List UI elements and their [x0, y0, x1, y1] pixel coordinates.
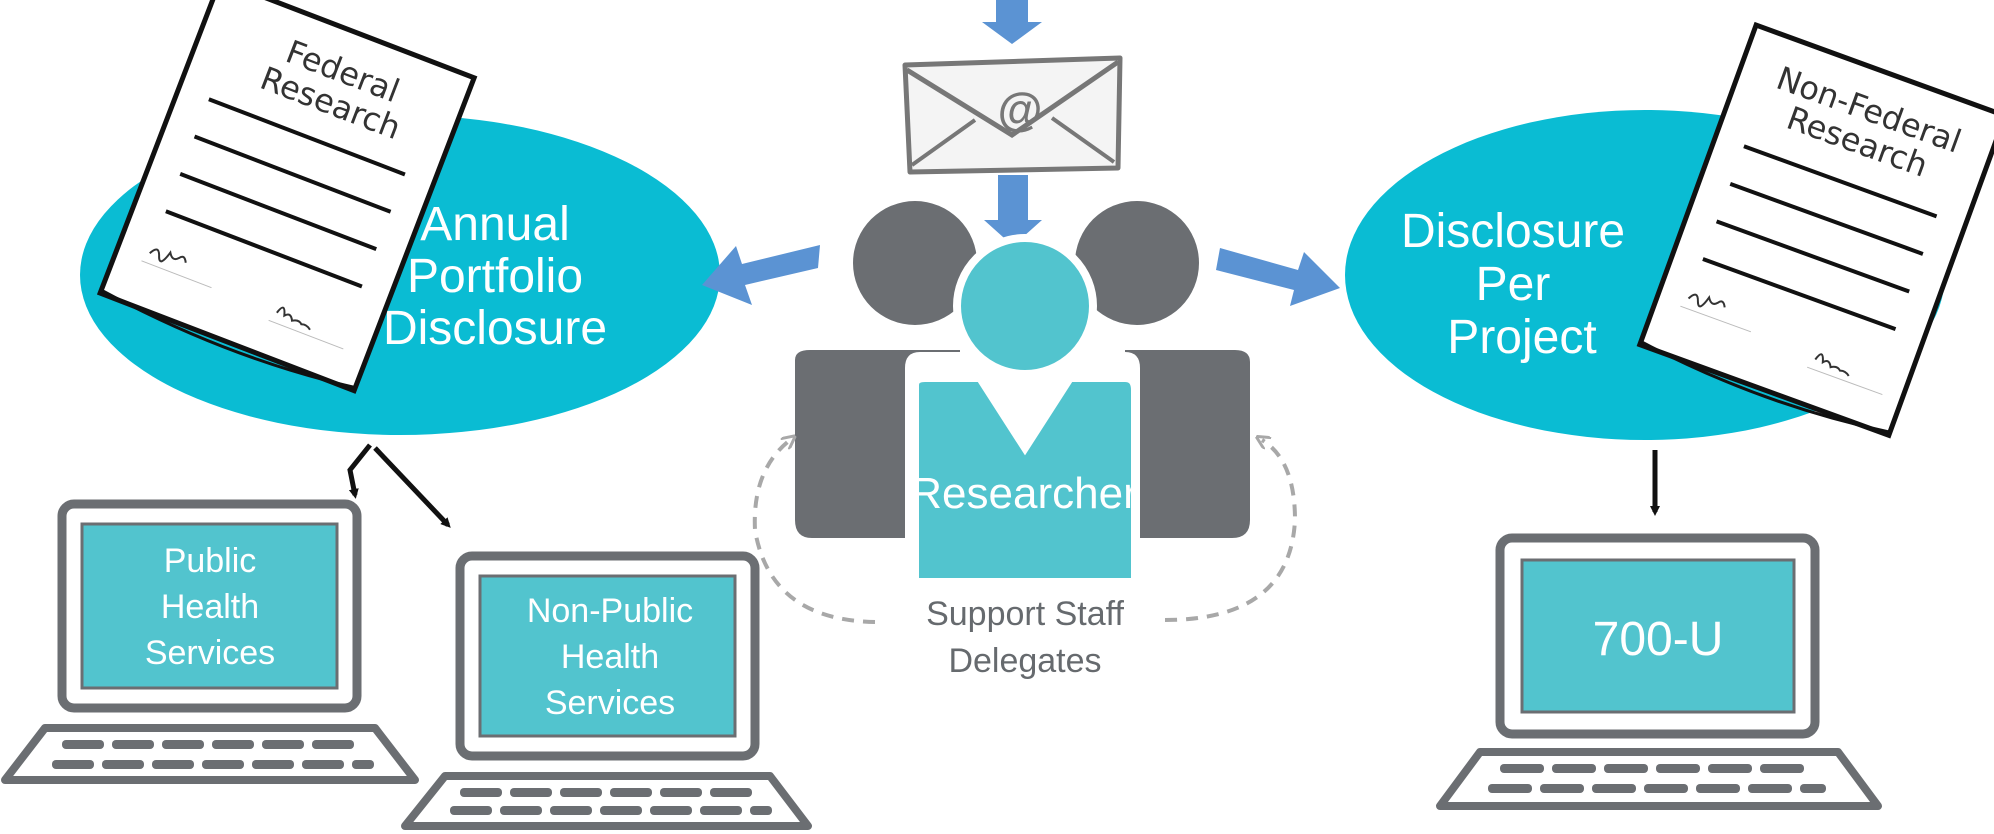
- left-blue-arrow: [702, 245, 820, 305]
- laptop2-label-line3: Services: [545, 684, 675, 722]
- delegates-label: Delegates: [948, 642, 1101, 680]
- incoming-email-arrow: [982, 0, 1042, 44]
- laptop1-label-line3: Services: [145, 634, 275, 672]
- laptop1-label-line1: Public: [164, 542, 257, 580]
- laptop3-label: 700-U: [1593, 613, 1724, 666]
- per-project-line2: Per: [1476, 258, 1551, 311]
- researcher-label: Researcher: [910, 469, 1137, 518]
- laptop-non-public-health: Non-Public Health Services: [401, 551, 812, 830]
- annual-portfolio-line1: Annual: [420, 198, 569, 251]
- laptop-700u: 700-U: [1436, 533, 1882, 810]
- laptop2-label-line2: Health: [561, 638, 659, 676]
- left-connector-arrows: [347, 443, 451, 528]
- email-at-symbol: @: [998, 83, 1043, 135]
- laptop1-label-line2: Health: [161, 588, 259, 626]
- laptop2-label-line1: Non-Public: [527, 592, 693, 630]
- researcher-group-icon: Researcher: [795, 201, 1250, 586]
- non-federal-research-document-icon: Non-Federal Research: [1636, 21, 1994, 439]
- laptop2-keyboard: [450, 788, 772, 815]
- laptop3-keyboard: [1488, 764, 1826, 793]
- per-project-line1: Disclosure: [1401, 205, 1625, 258]
- email-to-researcher-arrow: [984, 175, 1042, 246]
- per-project-line3: Project: [1447, 311, 1596, 364]
- federal-research-document-icon: Federal Research: [96, 0, 478, 394]
- email-envelope-icon: @: [902, 55, 1123, 175]
- laptop1-keyboard: [52, 740, 374, 769]
- support-staff-loop: [752, 440, 1298, 624]
- annual-portfolio-line3: Disclosure: [383, 302, 607, 355]
- laptop-public-health: Public Health Services: [1, 499, 419, 784]
- right-blue-arrow: [1216, 248, 1340, 306]
- support-staff-label: Support Staff: [926, 595, 1124, 633]
- annual-portfolio-line2: Portfolio: [407, 250, 583, 303]
